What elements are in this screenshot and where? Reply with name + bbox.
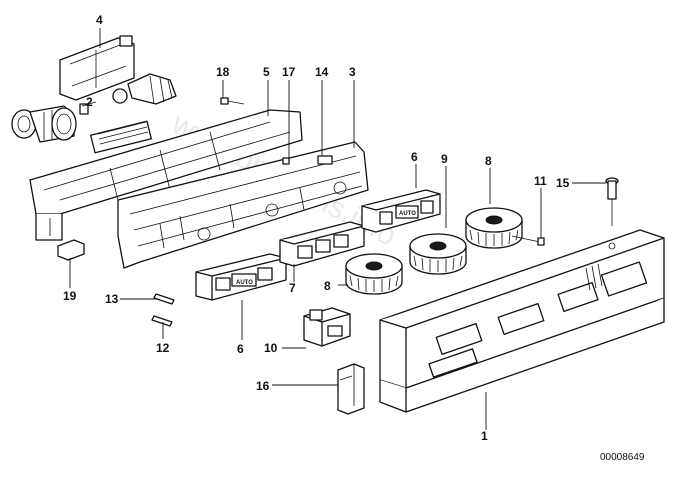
callout-18: 18 [216,65,230,79]
callout-6-left: 6 [237,342,244,356]
callout-8-right: 8 [485,154,492,168]
part-button-module-left: AUTO [195,253,287,301]
callout-6-right: 6 [411,150,418,164]
reference-number: 00008649 [600,452,645,463]
callout-1: 1 [481,429,488,443]
callout-19: 19 [63,289,77,303]
part-knob-9 [409,233,467,275]
auto-label-left: AUTO [236,280,253,286]
part-bracket-16 [337,363,365,415]
part-connector-19 [57,239,85,261]
part-knob-8-left [345,253,403,295]
part-knob-8-right [465,207,523,249]
leader-lines [69,28,606,430]
callout-11: 11 [534,174,547,188]
callout-10: 10 [264,341,278,355]
callout-12: 12 [156,341,170,355]
part-pin-15 [605,177,619,226]
part-screw-18 [220,97,245,105]
callout-2: 2 [86,95,93,109]
part-pin-12 [151,315,173,327]
callout-3: 3 [349,65,356,79]
part-button-module-7 [279,221,365,267]
callout-14: 14 [315,65,329,79]
callout-17: 17 [282,65,296,79]
part-bulb-holder [59,35,177,105]
callout-13: 13 [105,292,119,306]
callout-7: 7 [289,281,296,295]
callout-4: 4 [96,13,103,27]
auto-label-right: AUTO [399,211,416,217]
callout-16: 16 [256,379,270,393]
part-screw-17 [282,157,290,165]
callout-8-left: 8 [324,279,331,293]
part-rear-housing [29,109,303,241]
part-bulb-sockets [11,103,89,143]
part-pin-13 [153,293,175,305]
callout-15: 15 [556,176,570,190]
part-clip-14 [317,155,333,165]
callout-5: 5 [263,65,270,79]
part-button-module-right: AUTO [361,189,441,233]
part-front-panel [379,229,665,413]
callout-9: 9 [441,152,448,166]
part-circuit-board [117,141,369,269]
part-switch-10 [303,307,351,347]
